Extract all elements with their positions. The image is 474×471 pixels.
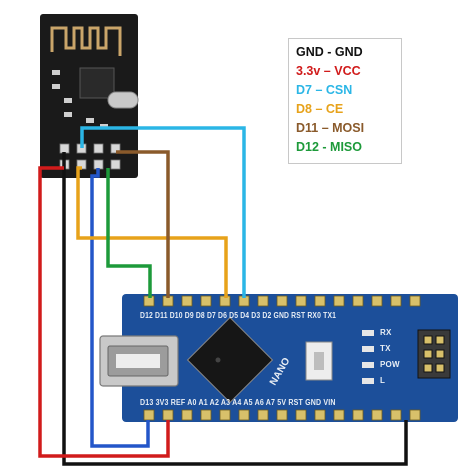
mini-usb-connector (99, 335, 179, 387)
led-label-tx: TX (380, 344, 391, 353)
wire-mosi (116, 150, 170, 298)
legend-csn: D7 – CSN (296, 83, 353, 97)
wire-csn (80, 126, 246, 298)
legend-vcc: 3.3v – VCC (296, 64, 361, 78)
wire-gnd (62, 152, 408, 466)
rf-chip (79, 67, 115, 99)
wire-ce (76, 166, 228, 298)
smd-part (86, 118, 94, 123)
crystal (107, 91, 139, 109)
smd-part (52, 84, 60, 89)
wires (38, 126, 408, 466)
atmega-chip (186, 316, 274, 404)
led-label-l: L (380, 376, 386, 385)
arduino-nano-board (99, 294, 458, 422)
wire-vcc (38, 166, 170, 458)
icsp-header (417, 329, 451, 379)
wire-miso (106, 168, 152, 298)
legend-gnd: GND - GND (296, 45, 363, 59)
nano-top-pin-labels: D12 D11 D10 D9 D8 D7 D6 D5 D4 D3 D2 GND … (140, 311, 337, 320)
smd-part (52, 70, 60, 75)
smd-part (64, 98, 72, 103)
wire-sck (90, 168, 150, 448)
nano-bottom-header (143, 409, 421, 421)
legend-miso: D12 - MISO (296, 140, 362, 154)
legend-ce: D8 – CE (296, 102, 344, 116)
reset-button (305, 341, 333, 381)
pin-mapping-legend (288, 38, 402, 164)
led-label-pow: POW (380, 360, 400, 369)
nano-bottom-pin-labels: D13 3V3 REF A0 A1 A2 A3 A4 A5 A6 A7 5V R… (140, 398, 336, 407)
led-label-rx: RX (380, 328, 392, 337)
antenna-trace (50, 26, 122, 56)
nano-top-header (143, 295, 421, 307)
nrf24l01-module (40, 14, 139, 178)
smd-part (64, 112, 72, 117)
legend-mosi: D11 – MOSI (296, 121, 365, 135)
nano-pcb (122, 294, 458, 422)
status-leds (362, 330, 374, 384)
